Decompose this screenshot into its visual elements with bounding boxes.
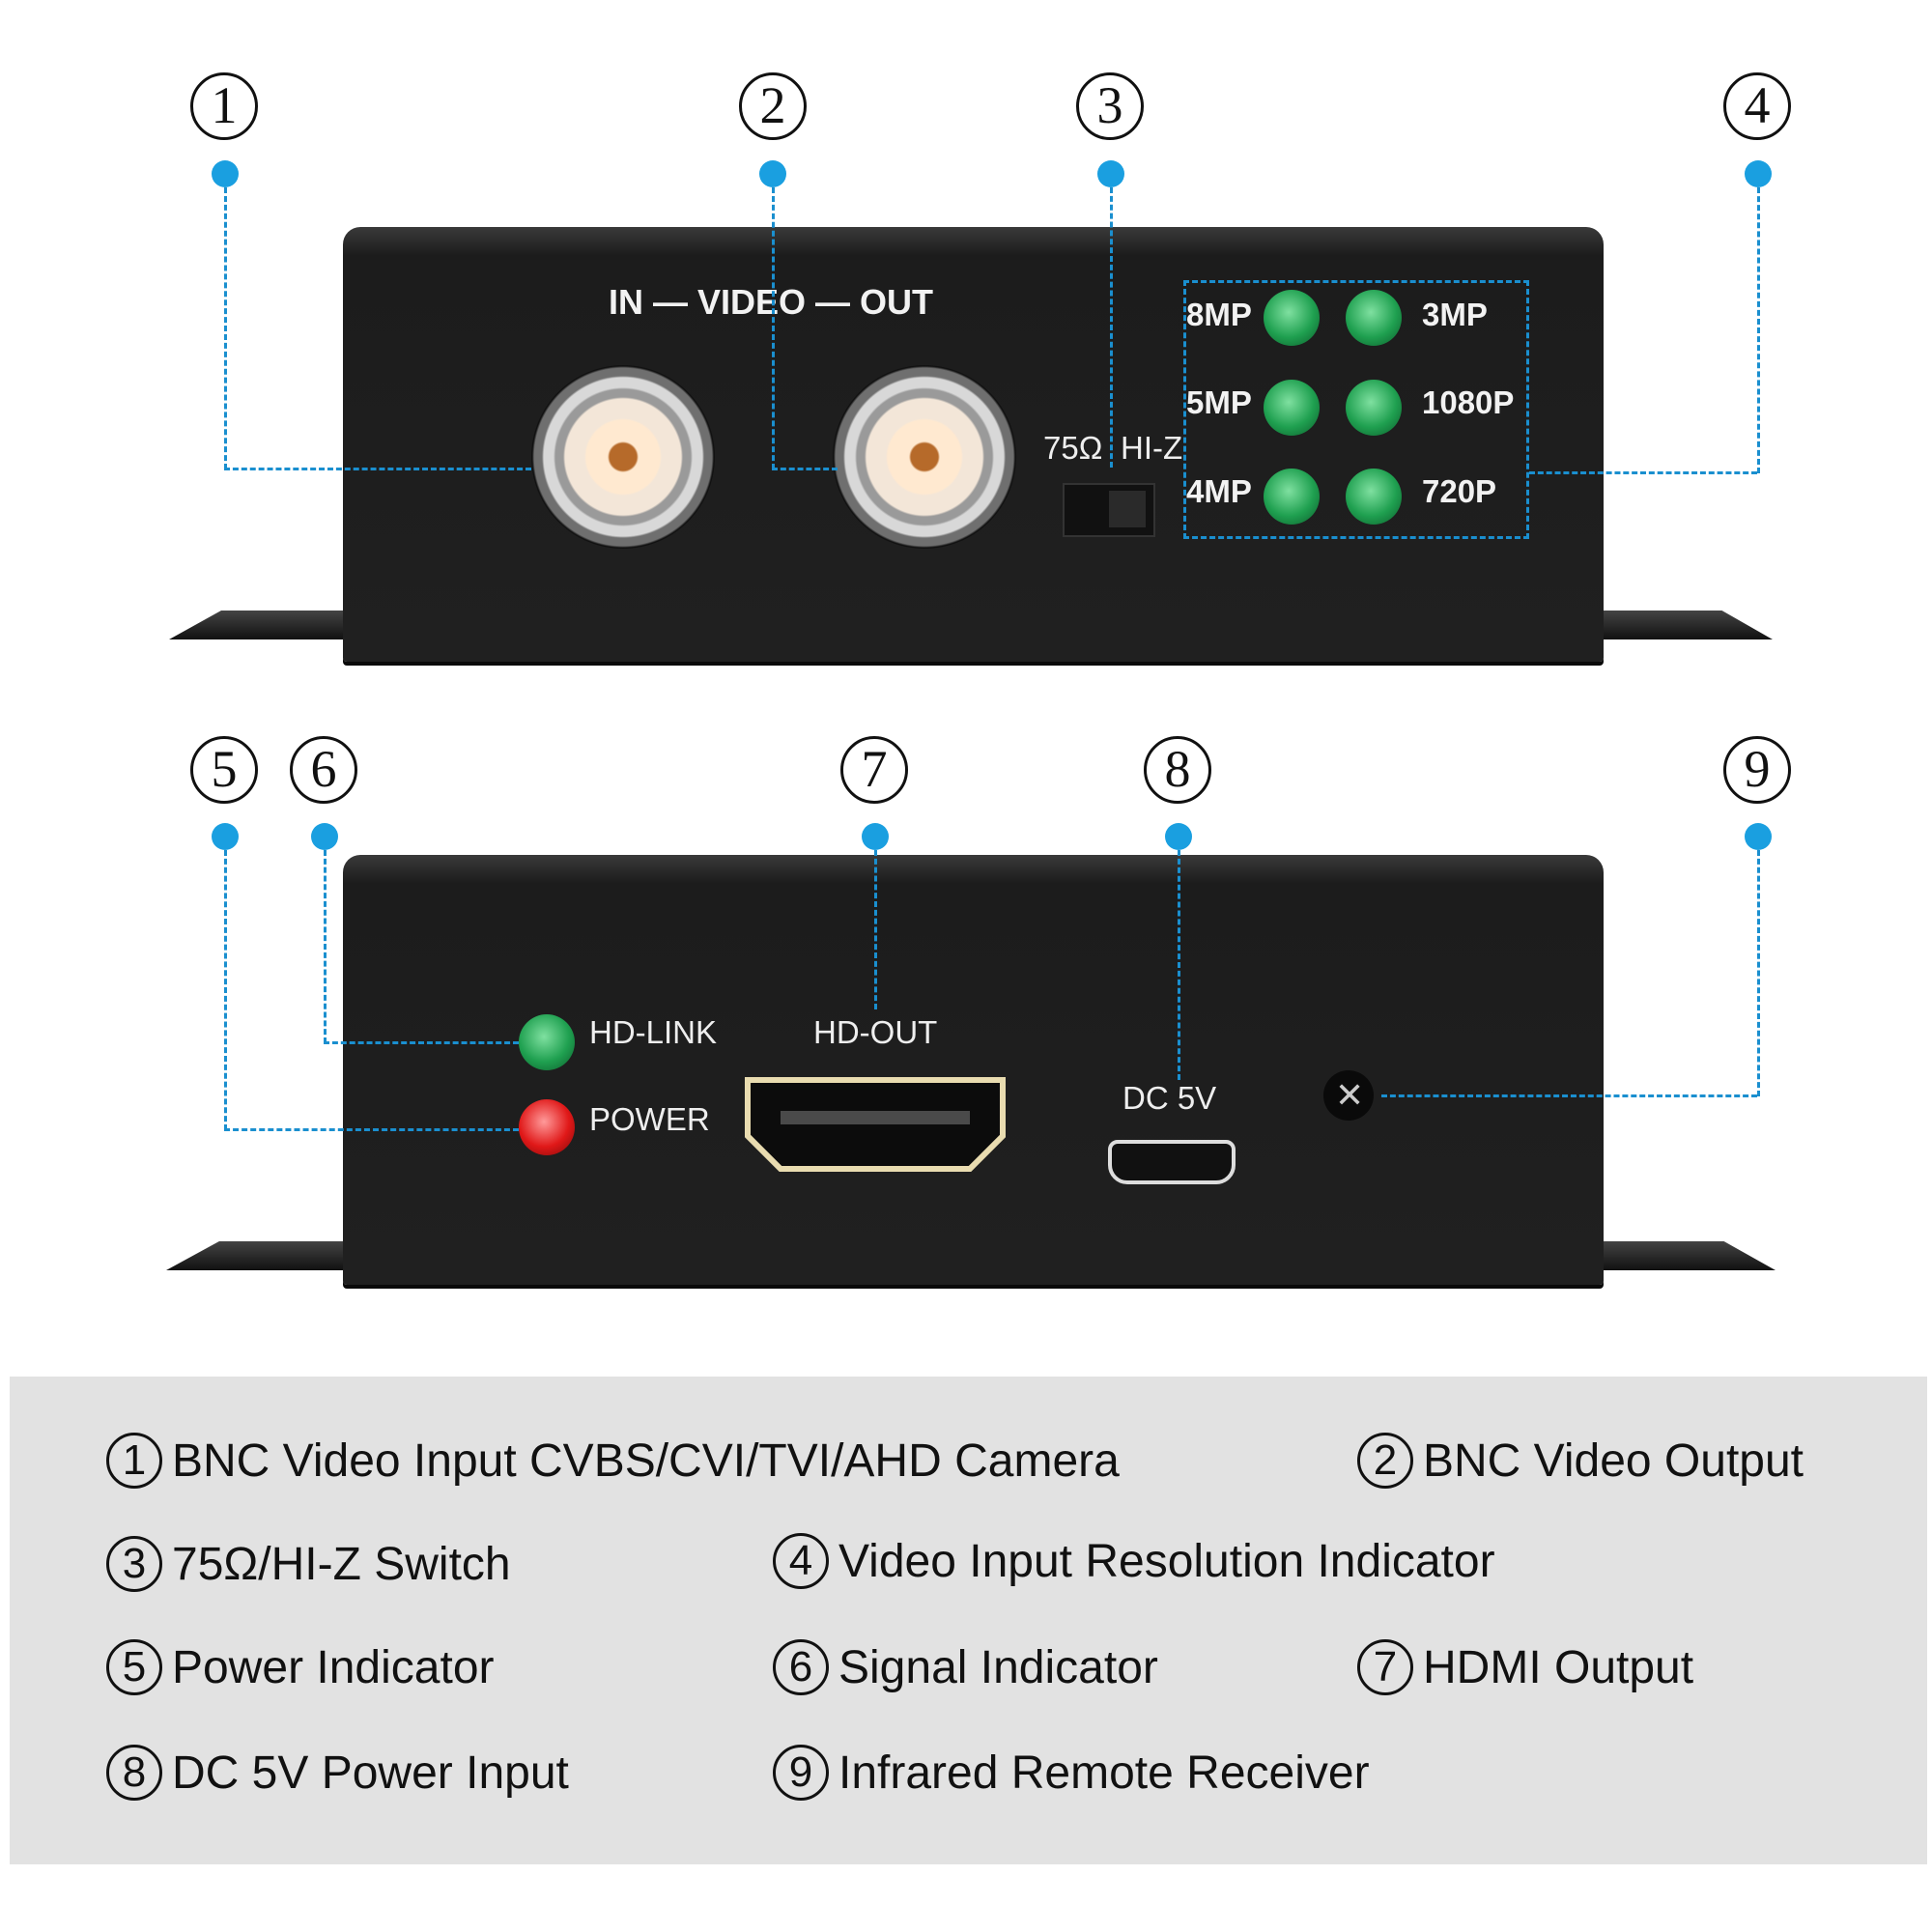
legend-num-9: 9 xyxy=(773,1745,829,1801)
hd-link-led xyxy=(519,1014,575,1070)
legend-text-1: BNC Video Input CVBS/CVI/TVI/AHD Camera xyxy=(172,1435,1120,1487)
leader-line-2h xyxy=(772,468,838,470)
led-label-4mp: 4MP xyxy=(1186,473,1252,509)
legend-num-6: 6 xyxy=(773,1639,829,1695)
legend-text-5: Power Indicator xyxy=(172,1641,495,1693)
legend-num-8: 8 xyxy=(106,1745,162,1801)
led-1080p xyxy=(1346,380,1402,436)
micro-usb-port[interactable] xyxy=(1108,1140,1236,1184)
leader-line-9 xyxy=(1757,850,1760,1096)
callout-5: 5 xyxy=(190,736,258,804)
ir-receiver-icon: ✕ xyxy=(1335,1075,1365,1115)
legend-item-2: 2 BNC Video Output xyxy=(1357,1433,1804,1489)
power-label: POWER xyxy=(589,1101,710,1137)
ir-receiver: ✕ xyxy=(1323,1070,1374,1121)
dc-5v-label: DC 5V xyxy=(1122,1080,1217,1116)
legend-text-4: Video Input Resolution Indicator xyxy=(838,1535,1495,1587)
legend-item-3: 3 75Ω/HI-Z Switch xyxy=(106,1536,511,1592)
led-label-3mp: 3MP xyxy=(1422,297,1488,332)
callout-3: 3 xyxy=(1076,72,1144,140)
leader-line-3 xyxy=(1110,187,1113,468)
impedance-switch[interactable] xyxy=(1063,483,1155,537)
leader-line-1h xyxy=(224,468,531,470)
callout-8: 8 xyxy=(1144,736,1211,804)
mounting-flange-left-rear xyxy=(166,1241,343,1270)
led-label-5mp: 5MP xyxy=(1186,384,1252,420)
led-5mp xyxy=(1264,380,1320,436)
video-in-out-label: IN — VIDEO — OUT xyxy=(609,282,934,322)
callout-dot-4 xyxy=(1745,160,1772,187)
legend-panel xyxy=(10,1377,1927,1864)
hd-out-label: HD-OUT xyxy=(813,1014,938,1050)
legend-item-7: 7 HDMI Output xyxy=(1357,1639,1693,1695)
callout-2: 2 xyxy=(739,72,807,140)
legend-item-1: 1 BNC Video Input CVBS/CVI/TVI/AHD Camer… xyxy=(106,1433,1120,1489)
hd-link-label: HD-LINK xyxy=(589,1014,718,1050)
led-8mp xyxy=(1264,290,1320,346)
legend-num-2: 2 xyxy=(1357,1433,1413,1489)
bnc-output-port[interactable] xyxy=(833,365,1016,549)
leader-line-6 xyxy=(324,850,327,1043)
hdmi-port[interactable] xyxy=(742,1074,1009,1175)
legend-text-7: HDMI Output xyxy=(1423,1641,1694,1693)
switch-label-hiz: HI-Z xyxy=(1121,430,1183,466)
mounting-flange-left xyxy=(169,611,343,639)
leader-line-4h xyxy=(1529,471,1757,474)
callout-dot-8 xyxy=(1165,823,1192,850)
callout-dot-1 xyxy=(212,160,239,187)
legend-num-3: 3 xyxy=(106,1536,162,1592)
leader-line-1 xyxy=(224,187,227,469)
legend-text-2: BNC Video Output xyxy=(1423,1435,1804,1487)
legend-num-4: 4 xyxy=(773,1533,829,1589)
callout-dot-5 xyxy=(212,823,239,850)
callout-1: 1 xyxy=(190,72,258,140)
leader-line-5h xyxy=(224,1128,519,1131)
led-3mp xyxy=(1346,290,1402,346)
callout-4: 4 xyxy=(1723,72,1791,140)
callout-dot-6 xyxy=(311,823,338,850)
led-label-8mp: 8MP xyxy=(1186,297,1252,332)
mounting-flange-right xyxy=(1604,611,1773,639)
switch-knob[interactable] xyxy=(1109,491,1146,527)
legend-text-3: 75Ω/HI-Z Switch xyxy=(172,1538,511,1590)
mounting-flange-right-rear xyxy=(1604,1241,1776,1270)
led-label-1080p: 1080P xyxy=(1422,384,1515,420)
legend-item-9: 9 Infrared Remote Receiver xyxy=(773,1745,1370,1801)
legend-item-5: 5 Power Indicator xyxy=(106,1639,495,1695)
legend-item-8: 8 DC 5V Power Input xyxy=(106,1745,569,1801)
leader-line-5 xyxy=(224,850,227,1130)
rear-panel xyxy=(343,855,1604,1285)
callout-7: 7 xyxy=(840,736,908,804)
resolution-indicator-box xyxy=(1183,280,1529,539)
legend-text-8: DC 5V Power Input xyxy=(172,1747,569,1799)
leader-line-2 xyxy=(772,187,775,469)
legend-num-1: 1 xyxy=(106,1433,162,1489)
callout-dot-3 xyxy=(1097,160,1124,187)
led-4mp xyxy=(1264,469,1320,525)
callout-dot-7 xyxy=(862,823,889,850)
legend-text-9: Infrared Remote Receiver xyxy=(838,1747,1370,1799)
leader-line-9h xyxy=(1381,1094,1757,1097)
legend-item-4: 4 Video Input Resolution Indicator xyxy=(773,1533,1495,1589)
leader-line-6h xyxy=(324,1041,519,1044)
led-label-720p: 720P xyxy=(1422,473,1497,509)
power-led xyxy=(519,1099,575,1155)
leader-line-7 xyxy=(874,850,877,1009)
callout-9: 9 xyxy=(1723,736,1791,804)
callout-dot-2 xyxy=(759,160,786,187)
led-720p xyxy=(1346,469,1402,525)
leader-line-8 xyxy=(1178,850,1180,1080)
bnc-input-port[interactable] xyxy=(531,365,715,549)
callout-dot-9 xyxy=(1745,823,1772,850)
legend-item-6: 6 Signal Indicator xyxy=(773,1639,1158,1695)
callout-6: 6 xyxy=(290,736,357,804)
leader-line-4 xyxy=(1757,187,1760,473)
switch-label-75ohm: 75Ω xyxy=(1043,430,1103,466)
legend-text-6: Signal Indicator xyxy=(838,1641,1158,1693)
legend-num-5: 5 xyxy=(106,1639,162,1695)
legend-num-7: 7 xyxy=(1357,1639,1413,1695)
